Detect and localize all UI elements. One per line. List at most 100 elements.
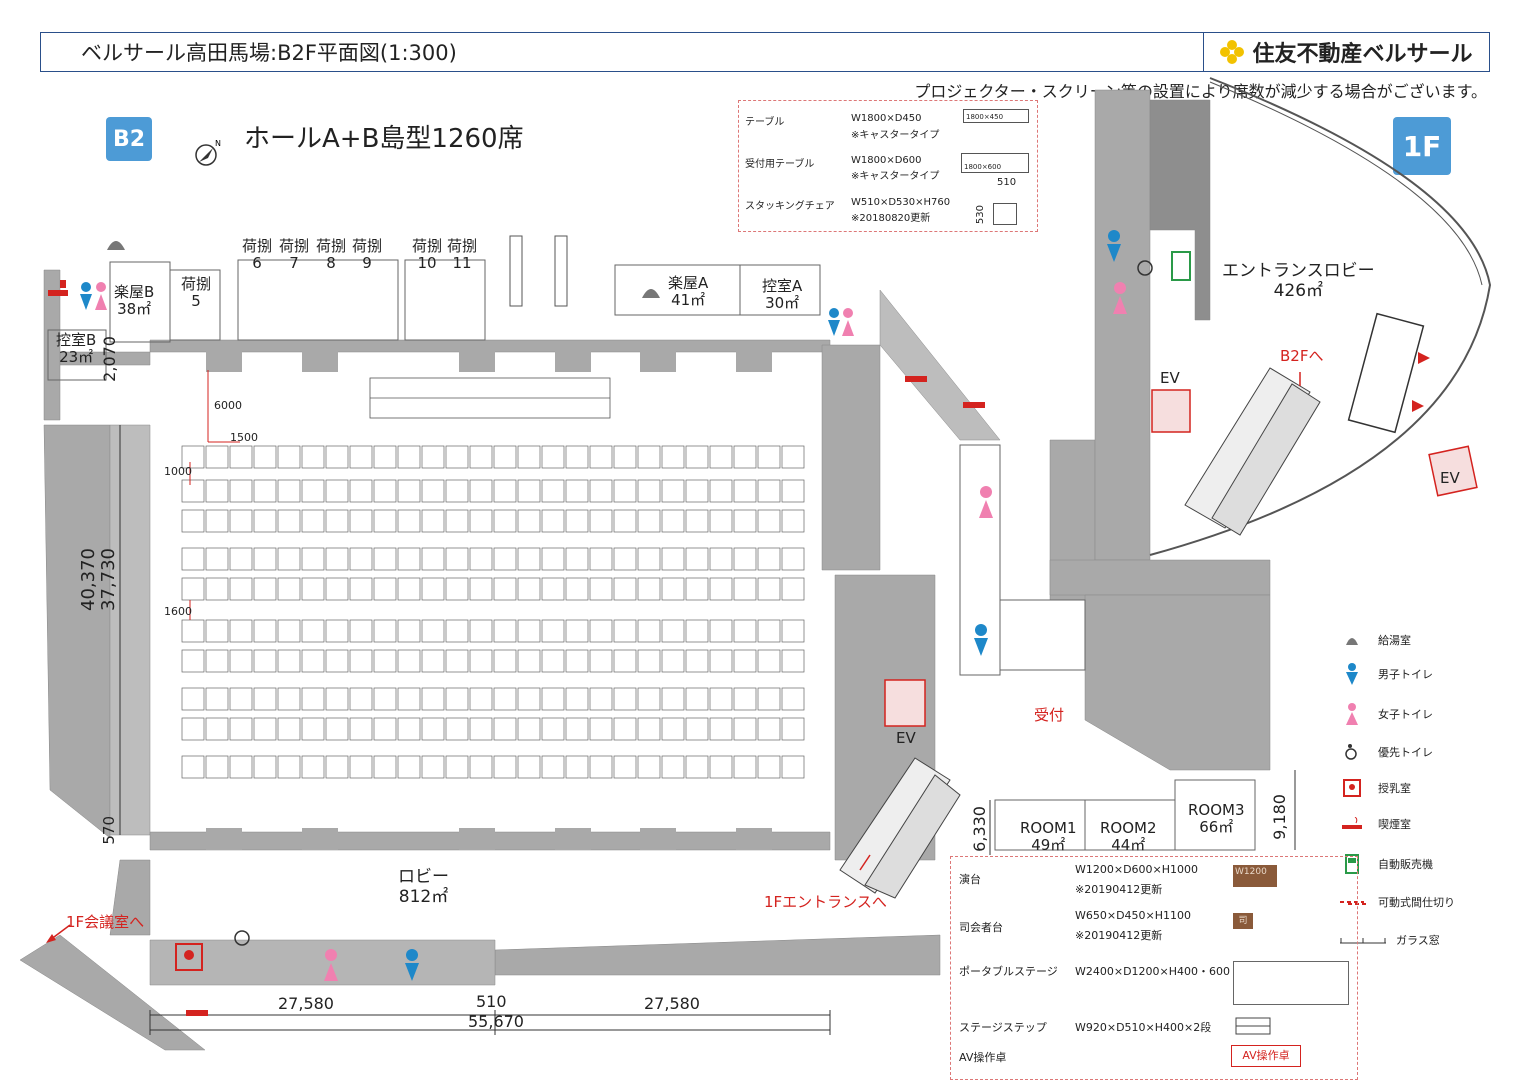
kettle-icon bbox=[1346, 638, 1358, 645]
partition-icon bbox=[1340, 901, 1364, 903]
room-nitori-10: 荷捌 10 bbox=[412, 237, 443, 273]
seat-table bbox=[685, 755, 709, 779]
seat-table bbox=[661, 649, 685, 673]
vending-machine-icon bbox=[1171, 251, 1191, 281]
seat-table bbox=[613, 619, 637, 643]
nursing-room-icon bbox=[175, 943, 203, 971]
female-icon bbox=[1113, 282, 1127, 314]
seat-table bbox=[541, 687, 565, 711]
dim-9180: 9,180 bbox=[1270, 794, 1289, 840]
seat-table bbox=[445, 547, 469, 571]
seat-table bbox=[397, 509, 421, 533]
seat-table bbox=[661, 717, 685, 741]
seat-table bbox=[493, 479, 517, 503]
seat-table bbox=[205, 717, 229, 741]
seat-table bbox=[613, 547, 637, 571]
elevator-1f bbox=[1151, 389, 1191, 433]
seat-table bbox=[325, 479, 349, 503]
seat-table bbox=[709, 479, 733, 503]
seat-table bbox=[613, 577, 637, 601]
seat-table bbox=[565, 717, 589, 741]
seat-table bbox=[373, 547, 397, 571]
seat-table bbox=[421, 509, 445, 533]
legend-item-smoking: 喫煙室 bbox=[1340, 814, 1411, 834]
dim-570: 570 bbox=[100, 816, 118, 845]
seat-table bbox=[349, 445, 373, 469]
equip-portable-label: ポータブルステージ bbox=[959, 965, 1058, 978]
seat-table bbox=[301, 755, 325, 779]
seat-table bbox=[709, 445, 733, 469]
seat-table bbox=[661, 687, 685, 711]
seat-table bbox=[733, 649, 757, 673]
male-icon bbox=[828, 308, 840, 336]
seat-table bbox=[781, 717, 805, 741]
female-icon bbox=[979, 486, 993, 518]
seat-table bbox=[253, 619, 277, 643]
seat-table bbox=[253, 687, 277, 711]
seat-table bbox=[349, 687, 373, 711]
seat-table bbox=[541, 619, 565, 643]
seat-table bbox=[685, 547, 709, 571]
seat-table bbox=[781, 577, 805, 601]
seat-table bbox=[637, 479, 661, 503]
seat-table bbox=[445, 687, 469, 711]
seat-table bbox=[613, 649, 637, 673]
seat-table bbox=[589, 649, 613, 673]
seat-table bbox=[541, 479, 565, 503]
seat-table bbox=[781, 509, 805, 533]
floor-badge-b2: B2 bbox=[106, 117, 152, 161]
seat-table bbox=[301, 717, 325, 741]
seat-table bbox=[373, 479, 397, 503]
seat-table bbox=[253, 717, 277, 741]
equip-step-spec: W920×D510×H400×2段 bbox=[1075, 1021, 1212, 1034]
seat-table bbox=[469, 649, 493, 673]
seat-table bbox=[637, 755, 661, 779]
brand-name: 住友不動産ベルサール bbox=[1252, 42, 1473, 67]
seat-table bbox=[517, 577, 541, 601]
seat-table bbox=[565, 687, 589, 711]
furn-chair-label: スタッキングチェア bbox=[745, 201, 835, 212]
smoking-icon bbox=[963, 402, 985, 408]
dim-510: 510 bbox=[476, 992, 507, 1011]
seat-table bbox=[229, 445, 253, 469]
equip-stage-label: 演台 bbox=[959, 873, 981, 886]
seat-table bbox=[685, 577, 709, 601]
seat-table bbox=[349, 717, 373, 741]
seat-table bbox=[181, 509, 205, 533]
seat-table bbox=[253, 445, 277, 469]
hall-title: ホールA+B島型1260席 bbox=[244, 124, 524, 154]
seat-table bbox=[781, 649, 805, 673]
dim-40370: 40,370 bbox=[78, 548, 99, 611]
seat-table bbox=[637, 445, 661, 469]
room-nitori-7: 荷捌 7 bbox=[279, 237, 310, 273]
seat-table bbox=[205, 755, 229, 779]
dim-27580-right: 27,580 bbox=[644, 994, 700, 1013]
seat-table bbox=[565, 619, 589, 643]
seat-table bbox=[709, 687, 733, 711]
page-title: ベルサール高田馬場:B2F平面図(1:300) bbox=[81, 41, 457, 65]
seat-table bbox=[517, 479, 541, 503]
room-nitori-9: 荷捌 9 bbox=[352, 237, 383, 273]
seat-table bbox=[637, 509, 661, 533]
seat-table bbox=[301, 445, 325, 469]
seat-table bbox=[613, 509, 637, 533]
seat-table bbox=[397, 755, 421, 779]
seat-table bbox=[685, 649, 709, 673]
dim-1500: 1500 bbox=[230, 431, 258, 444]
seat-table bbox=[229, 577, 253, 601]
kettle-icon bbox=[642, 289, 660, 298]
seat-table bbox=[277, 509, 301, 533]
seat-table bbox=[613, 755, 637, 779]
seat-table bbox=[205, 619, 229, 643]
seat-table bbox=[445, 577, 469, 601]
kettle-icon bbox=[107, 241, 125, 250]
seat-table bbox=[613, 717, 637, 741]
seat-table bbox=[421, 547, 445, 571]
seat-table bbox=[709, 755, 733, 779]
seat-table bbox=[757, 755, 781, 779]
vending-icon bbox=[1345, 854, 1359, 874]
